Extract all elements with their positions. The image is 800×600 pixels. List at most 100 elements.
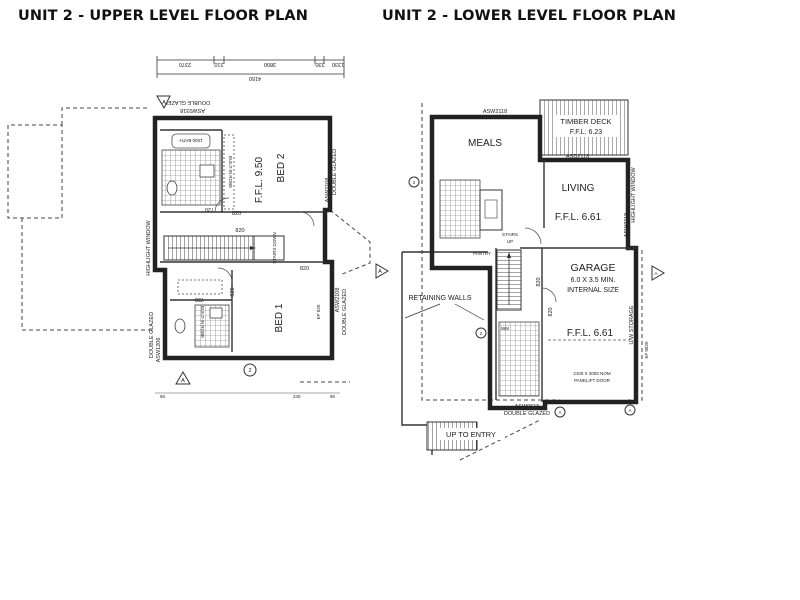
deck-ffl: F.F.L. 6.23: [570, 129, 602, 136]
door-swing-garage: [541, 287, 557, 303]
lower-highlight-right: HIGHLIGHT WINDOW: [631, 166, 637, 222]
dim-1330: 1330: [332, 61, 344, 67]
retaining-walls-label: RETAINING WALLS: [408, 295, 471, 302]
laundry-floor: [498, 321, 540, 397]
lower-glazed-bottom: DOUBLE GLAZED: [504, 411, 550, 417]
vanity-ensuite: [209, 307, 223, 319]
door-820d-label: 820: [230, 287, 236, 296]
meals-label: MEALS: [468, 138, 502, 149]
roof-outline-left: [7, 124, 63, 219]
upper-dimension-lines: 2370 310 3800 330 1330 4150: [156, 56, 345, 81]
door-820-label: 820: [232, 211, 241, 217]
svg-text:A: A: [628, 408, 631, 413]
door-swing-bed2: [299, 211, 315, 227]
lower-window-bottom: ASW0515: [515, 404, 540, 410]
upper-section-marker-right: A: [375, 263, 389, 279]
toilet-ensuite: [174, 318, 186, 334]
roof-outline-top: [61, 107, 150, 125]
lower-door-820: 820: [536, 277, 542, 286]
bed1-label: BED 1: [274, 303, 285, 332]
bed2-wall: [221, 130, 325, 213]
toilet-upper: [166, 180, 178, 196]
pantry-label: PANTRY: [473, 251, 491, 256]
dim-4150: 4150: [249, 75, 261, 81]
stairs-up-label-2: UP: [507, 239, 513, 244]
living-label: LIVING: [562, 183, 595, 194]
stairs-down-label: STAIRS DOWN: [272, 232, 277, 263]
door-720-label: 720: [205, 206, 214, 212]
upper-glazed-right: DOUBLE GLAZED: [332, 149, 338, 195]
upper-window-top: ASW0318: [180, 107, 205, 113]
dim-2370: 2370: [179, 61, 191, 67]
highlight-window-label: HIGHLIGHT WINDOW: [146, 219, 152, 275]
lower-outer-walls: [429, 114, 639, 411]
lower-section-marker-bottom: A: [554, 406, 566, 418]
upper-section-marker-bottom: A: [175, 371, 191, 385]
lower-grid-marker-left: 2: [408, 176, 420, 188]
ensuite-robe-label: BUILT-IN ROBE: [200, 306, 205, 338]
door-720b-label: 720: [195, 296, 204, 302]
dim-3800: 3800: [264, 61, 276, 67]
upper-glazed-right2: DOUBLE GLAZED: [342, 289, 348, 335]
storage-label: U/W STORAGE: [629, 305, 635, 344]
lower-section-marker-bottom-2: A: [624, 404, 636, 416]
garage-door-size: 2100 X 3000 NOM: [573, 371, 611, 376]
garage-door-type: PANELIFT DOOR: [574, 378, 611, 383]
kitchen-floor: [439, 179, 481, 239]
living-ffl: F.F.L. 6.61: [555, 212, 602, 223]
svg-text:2: 2: [248, 368, 251, 374]
lower-section-marker-right: A: [651, 265, 665, 281]
lower-roof-outline-left: [421, 103, 560, 401]
upper-bottom-dim-2: 240: [293, 394, 301, 399]
bed2-ffl: F.F.L. 9.50: [254, 156, 265, 203]
lower-dim-right: EF 0820: [644, 341, 649, 359]
bed2-robe-label: BUILT-IN ROBE: [228, 156, 233, 188]
upper-grid-marker-2: 2: [243, 363, 257, 377]
svg-text:A: A: [654, 271, 657, 276]
lower-window-top: ASW2118: [483, 109, 507, 115]
door-swing-bed1: [217, 267, 233, 283]
lower-door-820b: 820: [548, 307, 554, 316]
vanity-upper: [199, 164, 215, 178]
bed2-label: BED 2: [276, 153, 287, 182]
upper-section-marker-top: A: [156, 95, 171, 110]
svg-text:A: A: [558, 410, 561, 415]
garage-size-1: 6.0 X 3.5 MIN.: [571, 277, 616, 284]
upper-bottom-dim-1: 90: [160, 394, 166, 399]
kitchen-sink: [484, 199, 498, 219]
upper-floor-plan: 2370 310 3800 330 1330 4150 1500 BATH: [7, 56, 389, 399]
upper-window-right2: ASW2108: [335, 288, 341, 313]
entry-steps: UP TO ENTRY: [426, 421, 505, 451]
roof-outline-lower: [21, 218, 155, 331]
lower-plan-title: UNIT 2 - LOWER LEVEL FLOOR PLAN: [382, 8, 676, 24]
svg-text:A: A: [162, 100, 166, 106]
svg-text:A: A: [378, 269, 382, 275]
deck-label: TIMBER DECK: [560, 117, 611, 126]
stairs-up-label-1: STAIRS: [502, 232, 518, 237]
upper-glazed-top: DOUBLE GLAZED: [164, 99, 210, 105]
door-820b-label: 820: [235, 228, 244, 234]
ensuite-robe: [177, 279, 223, 295]
bathroom-tiles: [161, 149, 221, 206]
bed2-robe: [223, 134, 235, 210]
upper-outer-walls: [152, 115, 335, 361]
door-swing-bath: [214, 197, 230, 213]
lower-window-deck: ASD2118: [566, 154, 589, 160]
svg-text:2: 2: [413, 180, 416, 185]
roof-outline-right: [329, 209, 371, 276]
garage-label: GARAGE: [571, 262, 616, 274]
upper-glazed-left: DOUBLE GLAZED: [149, 312, 155, 358]
upper-plan-title: UNIT 2 - UPPER LEVEL FLOOR PLAN: [18, 8, 308, 24]
lower-floor-plan: TIMBER DECK F.F.L. 6.23 MEALS LIVING F.F…: [401, 99, 665, 461]
bath-tub: [171, 133, 211, 149]
lower-roof-outline-right: [628, 250, 643, 401]
up-to-entry-label: UP TO ENTRY: [446, 430, 496, 439]
dim-330: 330: [315, 61, 324, 67]
garage-size-2: INTERNAL SIZE: [567, 287, 619, 294]
ep-label: EP 820: [316, 304, 321, 319]
svg-text:A: A: [181, 378, 185, 384]
upper-bottom-dim-3: 90: [330, 394, 336, 399]
garage-ffl: F.F.L. 6.61: [567, 328, 614, 339]
stair-landing: [254, 235, 285, 261]
